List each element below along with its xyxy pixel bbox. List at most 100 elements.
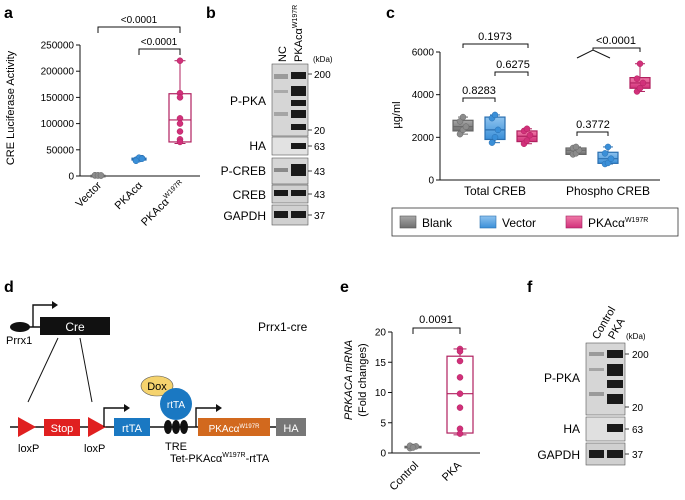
data-point [456,430,464,437]
d-dox-ellipse [140,375,174,397]
panel-e-marks [404,345,474,452]
panel-e-xlabel-pka: PKA [440,459,465,484]
data-point [639,79,647,87]
panel-d-letter: d [4,279,14,296]
legend-swatch-blank [399,215,417,229]
panel-b-row-ppka: P-PKA [230,94,266,108]
panel-a-xlabel-vector: Vector [74,179,105,210]
panel-b-col-pka: PKAcαW197R [292,5,305,62]
d-tre-element [164,420,188,434]
panel-e-letter: e [340,279,349,296]
d-ha-box [276,418,306,436]
panel-f-kda-200: 200 [632,350,649,361]
data-point [636,85,644,92]
d-promoter-arrow-rtta [103,407,124,427]
data-point [97,172,105,179]
data-point [176,57,184,64]
data-point [176,138,184,146]
panel-f: f Control PKA (kDa) P-PKA HA GAPDH 200 2… [527,279,649,466]
legend-frame [391,207,679,237]
d-arrow-left [27,337,59,403]
d-arrow-right [79,337,93,403]
y-tick-label: 250000 [41,41,75,52]
data-point [176,128,184,135]
panel-b: b NC PKAcαW197R (kDa) P-PKA [206,5,333,226]
y-tick-label: 6000 [412,48,435,59]
d-prrx1-label: Prrx1 [6,335,32,347]
data-point [456,357,464,365]
panel-b-kda-37: 37 [314,211,326,222]
data-point [456,374,464,381]
panel-f-letter: f [527,279,533,296]
data-point [176,120,184,127]
panel-e-xlabel-control: Control [388,460,422,494]
data-point [636,60,644,67]
data-point [138,155,146,162]
d-ha-label: HA [283,423,299,435]
panel-e-bracket [412,327,461,334]
legend-label-pka: PKAcαW197R [588,216,648,230]
panel-c-pval-1973: 0.1973 [478,31,512,43]
panel-b-letter: b [206,5,216,22]
panel-c-bracket-0001 [576,47,641,59]
y-tick-label: 200000 [41,67,75,78]
panel-b-col-nc: NC [277,46,289,62]
data-point [633,75,641,82]
d-promoter-arrowhead-top [52,301,58,309]
panel-f-row-ppka: P-PKA [544,371,580,385]
panel-f-kda-63: 63 [632,425,644,436]
data-point [604,143,612,151]
data-point [132,157,140,165]
y-tick-label: 0 [68,172,74,183]
data-point [607,155,615,162]
panel-c-pval-3772: 0.3772 [576,119,610,131]
panel-f-kda-unit: (kDa) [626,332,646,341]
panel-c-letter: c [386,5,395,22]
panel-b-kda-ticks [308,73,312,216]
data-point [459,113,467,121]
d-loxp-triangle-1 [18,417,36,437]
data-point [526,131,534,139]
legend-swatch-vector [479,215,497,229]
panel-c-bracket-3772 [576,131,609,136]
data-point [494,126,502,134]
panel-a-ylabel: CRE Luciferase Activity [5,50,17,165]
panel-c-pval-0001: <0.0001 [596,35,636,47]
panel-c-bracket-8283 [462,97,496,102]
d-stop-label: Stop [51,423,74,435]
panel-f-kda-20: 20 [632,403,644,414]
blot-f-bands [589,350,623,458]
d-rtta-label: rtTA [122,423,143,435]
data-point [456,348,464,355]
panel-c-group-phospho: Phospho CREB [566,184,650,198]
d-tet-label: Tet-PKAcαW197R-rtTA [170,452,270,465]
data-point [523,125,531,133]
panel-b-kda-43a: 43 [314,167,326,178]
d-stop-box [44,419,80,436]
panel-a-bracket-outer [97,26,181,33]
data-point [456,390,464,397]
d-rtta-protein [160,388,192,420]
panel-f-kda-37: 37 [632,450,644,461]
d-promoter-arrow-pka [195,407,216,427]
panel-c-pval-6275: 0.6275 [496,59,530,71]
y-tick-label: 100000 [41,119,75,130]
data-point [572,143,580,151]
y-tick-label: 10 [375,388,387,399]
panel-f-kda-ticks [625,353,629,455]
y-tick-label: 20 [375,328,387,339]
y-tick-label: 4000 [412,90,435,101]
panel-b-row-gapdh: GAPDH [223,209,266,223]
data-point [488,139,496,146]
d-dox-label: Dox [147,381,167,393]
panel-a-marks [90,57,192,179]
d-rtta-protein-label: rtTA [167,400,185,411]
d-prrx1-cre-label: Prrx1-cre [258,320,308,334]
data-point [462,123,470,130]
y-tick-label: 5 [380,418,386,429]
d-promoter-arrowhead-rtta [124,404,130,412]
